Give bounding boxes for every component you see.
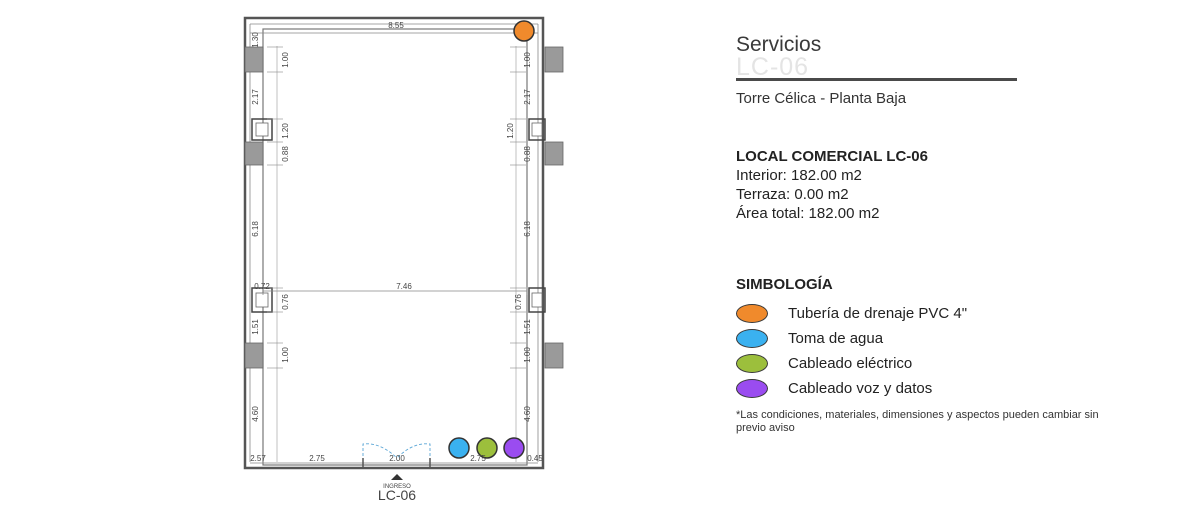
disclaimer-note: *Las condiciones, materiales, dimensione… [736,409,1099,434]
dim-top-width: 8.55 [388,21,404,30]
legend-item-water: Toma de agua [736,326,1176,351]
water-marker [448,437,470,459]
entrance-door [362,443,431,466]
dim-right: 4.60 [523,406,532,422]
dim-left: 1.51 [251,319,260,335]
dim-right: 1.00 [523,347,532,363]
entrance-label: INGRESO [383,484,411,490]
orange-circle-icon [736,304,768,323]
title-divider [736,78,1017,81]
purple-circle-icon [736,379,768,398]
column [244,46,264,73]
dim-right: 0.88 [523,146,532,162]
dim-right: 1.00 [523,52,532,68]
column [244,342,264,369]
legend-item-electric: Cableado eléctrico [736,351,1176,376]
pilaster [528,287,546,313]
page-title: Servicios [736,33,822,56]
pilaster-inner [531,122,543,137]
pilaster-inner [531,292,543,308]
entrance-posts [362,458,431,468]
pilaster [251,287,273,313]
column [544,141,564,166]
total-area: Área total: 182.00 m2 [736,205,880,222]
local-title: LOCAL COMERCIAL LC-06 [736,148,928,165]
unit-code: LC-06 [736,53,810,81]
inner-wall [262,28,528,466]
interior-area: Interior: 182.00 m2 [736,167,862,184]
legend-title: SIMBOLOGÍA [736,276,833,293]
dim-bottom: 2.57 [250,454,266,463]
legend-item-drainage: Tubería de drenaje PVC 4" [736,301,1176,326]
outer-wall [243,16,545,470]
pilaster [528,118,546,141]
terrace-area: Terraza: 0.00 m2 [736,186,849,203]
dim-left: 1.00 [281,52,290,68]
voice-data-marker [503,437,525,459]
dim-left: 0.88 [281,146,290,162]
dim-bottom: 2.00 [389,454,405,463]
pilaster [251,118,273,141]
green-circle-icon [736,354,768,373]
legend-item-voice-data: Cableado voz y datos [736,376,1176,401]
column [244,141,264,166]
tower-location: Torre Célica - Planta Baja [736,90,907,107]
electric-marker [476,437,498,459]
pilaster-inner [255,122,269,137]
dim-right: 6.18 [523,221,532,237]
dim-right: 0.45 [527,454,543,463]
dim-right: 1.20 [506,123,515,139]
dim-bottom: 2.75 [470,454,486,463]
info-panel: Servicios LC-06 Torre Célica - Planta Ba… [736,34,1176,435]
dim-left: 2.17 [251,89,260,105]
blue-circle-icon [736,329,768,348]
entrance-arrow-icon [391,474,403,480]
column [544,342,564,369]
dim-mid-width: 7.46 [396,282,412,291]
column [544,46,564,73]
dim-right: 2.17 [523,89,532,105]
pilaster-inner [255,292,269,308]
dim-right: 1.51 [523,319,532,335]
legend-list: Tubería de drenaje PVC 4" Toma de agua C… [736,301,1176,401]
dim-bottom: 2.75 [309,454,325,463]
dim-left: 1.00 [281,347,290,363]
entrance-unit: LC-06 [378,487,416,503]
legend-label: Toma de agua [788,329,884,347]
legend-label: Cableado voz y datos [788,379,933,397]
dim-ticks [267,46,526,369]
dim-left: 0.72 [254,282,270,291]
dim-left: 0.76 [281,294,290,310]
dim-right: 0.76 [514,294,523,310]
dim-left: 6.18 [251,221,260,237]
legend-label: Tubería de drenaje PVC 4" [788,304,968,322]
legend-label: Cableado eléctrico [788,354,913,372]
dim-left: 4.60 [251,406,260,422]
drainage-marker [513,20,535,42]
dim-left: 1.30 [251,32,260,48]
dim-left: 1.20 [281,123,290,139]
